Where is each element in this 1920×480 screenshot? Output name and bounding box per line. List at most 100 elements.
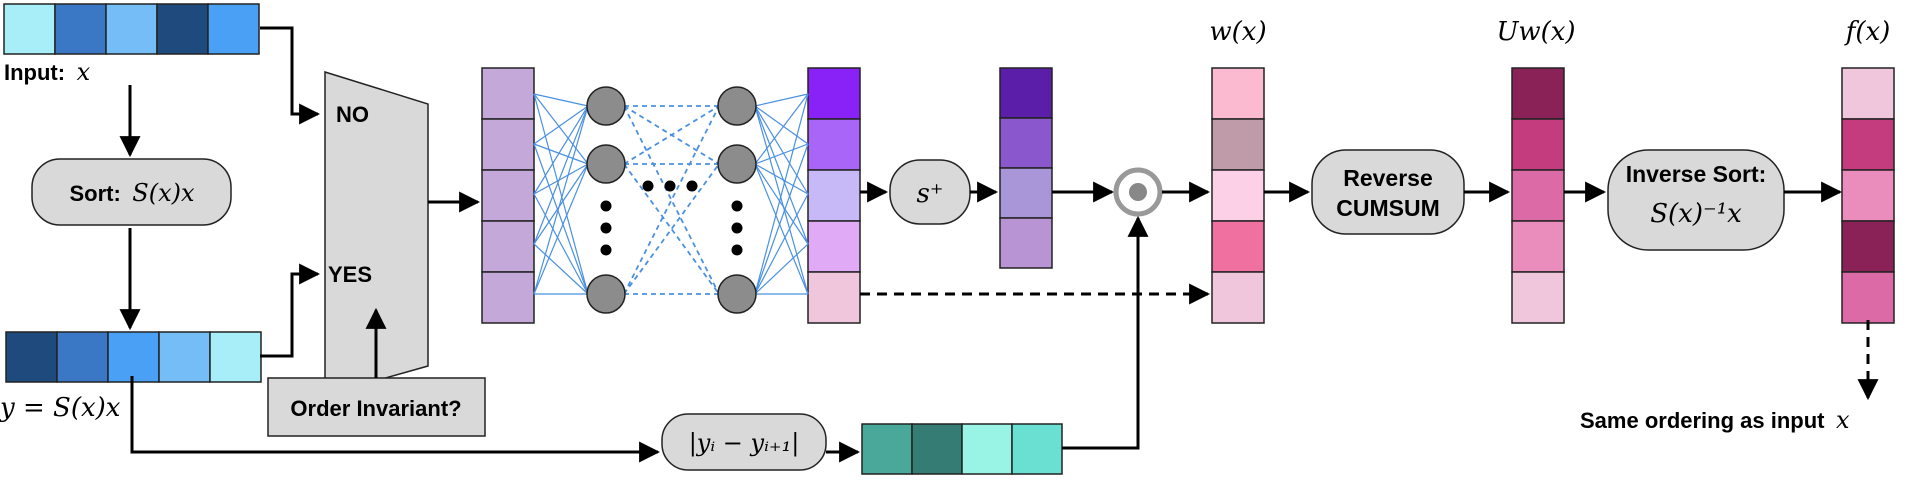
uw-title: Uw(x) xyxy=(1496,17,1575,47)
ellipsis-dot xyxy=(600,244,612,256)
nn-in-cell xyxy=(481,169,535,222)
nn-link xyxy=(533,143,589,295)
ellipsis-dot xyxy=(731,222,743,234)
nn-in-cell xyxy=(481,67,535,120)
difference-vector xyxy=(861,423,1063,475)
nn-link xyxy=(754,105,809,195)
nn-link xyxy=(754,93,809,165)
arrow-sorted-to-yes xyxy=(260,263,321,358)
order-invariant-box xyxy=(267,377,486,437)
nn-link xyxy=(754,163,809,195)
yes-label: YES xyxy=(328,262,372,287)
nn-node xyxy=(717,86,757,126)
uw-cell xyxy=(1511,169,1565,222)
product-circle-inner xyxy=(1129,183,1147,201)
nn-out-cell xyxy=(807,220,861,273)
cumsum-label: CUMSUM xyxy=(1336,195,1440,221)
arrows xyxy=(119,26,1879,463)
diff-cell xyxy=(861,423,913,475)
sorted-cell xyxy=(56,331,109,383)
sorted-cell xyxy=(5,331,58,383)
f-cell xyxy=(1841,118,1895,171)
f-cell xyxy=(1841,169,1895,222)
f-cell xyxy=(1841,67,1895,120)
ellipsis-dot xyxy=(600,200,612,212)
nn-link xyxy=(533,163,589,295)
w-cell xyxy=(1211,118,1265,171)
inverse-sort-box xyxy=(1607,149,1785,251)
nn-output-vector xyxy=(807,67,861,324)
nn-in-cell xyxy=(481,220,535,273)
inverse-sort-label: Inverse Sort: xyxy=(1626,161,1767,187)
nn-link xyxy=(533,105,589,245)
input-vector xyxy=(3,3,260,55)
nn-input-vector xyxy=(481,67,535,324)
nn-link xyxy=(533,105,589,145)
nn-link xyxy=(754,163,809,295)
arrow-sorted-to-diff xyxy=(130,376,661,463)
s-out-cell xyxy=(999,217,1053,269)
uw-cell xyxy=(1511,118,1565,171)
reverse-cumsum-box xyxy=(1311,149,1465,235)
nn-node xyxy=(586,86,626,126)
nn-out-cell xyxy=(807,271,861,324)
nn-nodes xyxy=(586,86,757,314)
nn-out-cell xyxy=(807,67,861,120)
w-title: w(x) xyxy=(1209,17,1266,47)
nn-link xyxy=(754,105,809,295)
selector-trapezoid xyxy=(324,70,429,396)
nn-link xyxy=(754,93,809,107)
diff-cell xyxy=(911,423,963,475)
ellipsis-dot xyxy=(664,180,676,192)
nn-out-cell xyxy=(807,118,861,171)
nn-link xyxy=(623,105,720,165)
nn-link xyxy=(754,163,809,245)
nn-link xyxy=(533,93,589,107)
y-definition: y = S(x)x xyxy=(0,393,121,423)
w-cell xyxy=(1211,271,1265,324)
ellipsis-dot xyxy=(731,244,743,256)
uw-cell xyxy=(1511,271,1565,324)
nn-node xyxy=(586,274,626,314)
nn-node xyxy=(586,144,626,184)
sort-prefix: Sort: xyxy=(69,181,120,206)
arrow-input-to-no xyxy=(260,26,321,125)
sorted-vector xyxy=(5,331,262,383)
nn-in-cell xyxy=(481,118,535,171)
input-cell xyxy=(105,3,158,55)
nn-link xyxy=(533,105,589,295)
same-ordering-label: Same ordering as input x xyxy=(1580,406,1850,434)
nn-link xyxy=(623,105,720,295)
nn-connections xyxy=(533,93,809,295)
diff-cell xyxy=(1011,423,1063,475)
nn-node xyxy=(717,274,757,314)
input-cell xyxy=(3,3,56,55)
ellipsis-dot xyxy=(686,180,698,192)
nn-link xyxy=(533,143,589,165)
nn-link xyxy=(533,105,589,195)
diff-label: |yᵢ − yᵢ₊₁| xyxy=(689,429,800,458)
f-vector xyxy=(1841,67,1895,324)
nn-link xyxy=(533,163,589,195)
s-out-cell xyxy=(999,67,1053,119)
nn-node xyxy=(717,144,757,184)
s-plus-output-vector xyxy=(999,67,1053,269)
same-ordering-text: Same ordering as input xyxy=(1580,408,1825,433)
nn-link xyxy=(754,243,809,295)
f-cell xyxy=(1841,220,1895,273)
nn-link xyxy=(754,105,809,145)
nn-link xyxy=(754,93,809,295)
w-cell xyxy=(1211,220,1265,273)
nn-link xyxy=(533,243,589,295)
sorted-cell xyxy=(107,331,160,383)
nn-link xyxy=(533,163,589,245)
order-invariant-label: Order Invariant? xyxy=(290,396,461,421)
uw-cell xyxy=(1511,220,1565,273)
nn-link xyxy=(623,105,720,295)
uw-cell xyxy=(1511,67,1565,120)
inverse-sort-expr: S(x)⁻¹x xyxy=(1650,199,1742,229)
w-cell xyxy=(1211,67,1265,120)
input-label: Input: x xyxy=(4,58,91,86)
